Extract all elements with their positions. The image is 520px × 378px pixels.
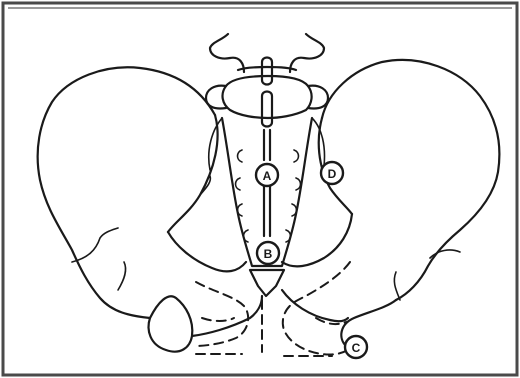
marker-c-label: C xyxy=(352,341,361,355)
marker-c: C xyxy=(345,336,367,358)
image-frame xyxy=(3,3,517,375)
marker-a-label: A xyxy=(263,169,272,183)
marker-b-label: B xyxy=(264,247,273,261)
marker-a: A xyxy=(256,164,278,186)
marker-b: B xyxy=(257,242,279,264)
marker-d-label: D xyxy=(328,167,337,181)
marker-d: D xyxy=(321,162,343,184)
